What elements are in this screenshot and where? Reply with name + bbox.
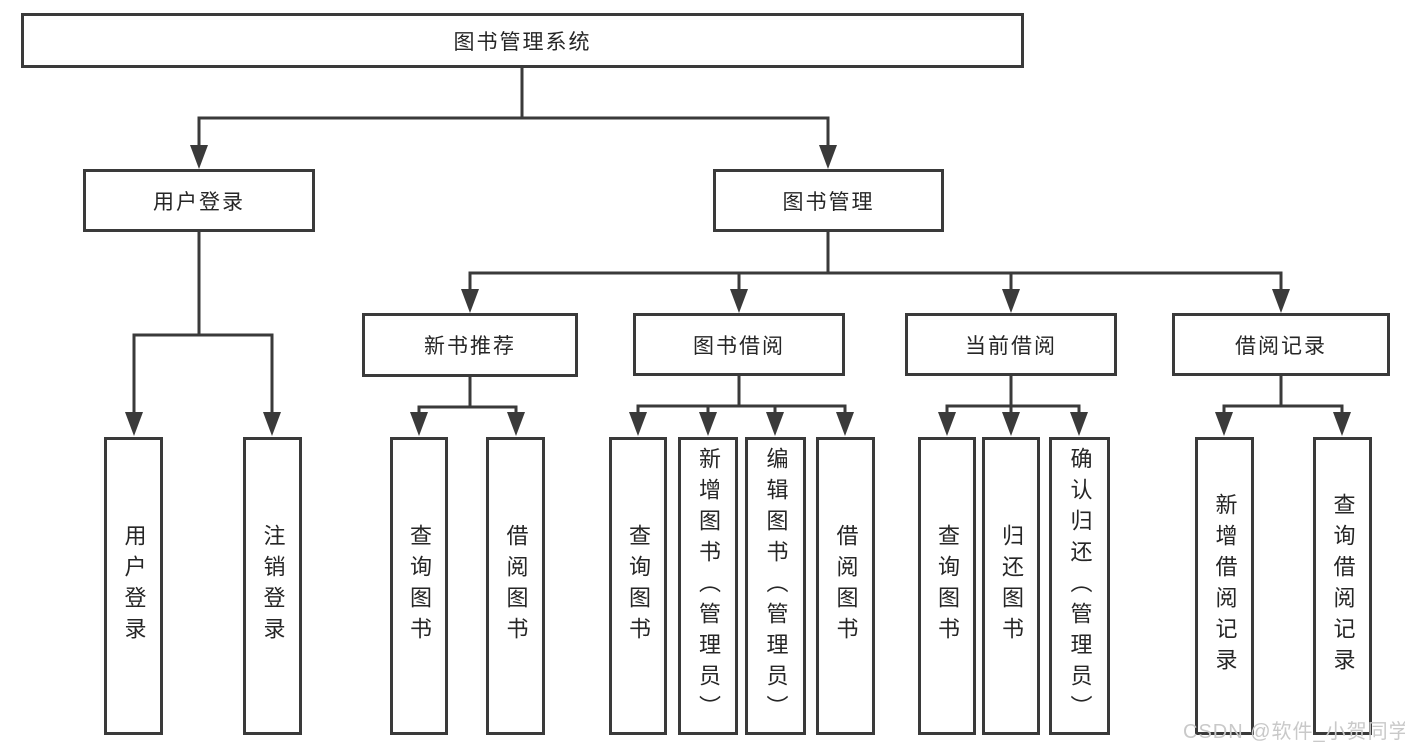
node-leaf-confirm-return-admin: 确认归还（管理员）: [1049, 437, 1110, 735]
node-borrowing-records: 借阅记录: [1172, 313, 1390, 376]
leaf-label: 查询图书: [407, 524, 432, 648]
leaf-label: 查询图书: [626, 524, 651, 648]
leaf-label: 查询图书: [935, 524, 960, 648]
node-book-borrowing: 图书借阅: [633, 313, 845, 376]
node-current-borrowing: 当前借阅: [905, 313, 1117, 376]
csdn-watermark: CSDN @软件_小贺同学: [1183, 721, 1405, 743]
leaf-label: 编辑图书（管理员）: [763, 446, 789, 726]
leaf-label: 新增借阅记录: [1212, 493, 1238, 679]
node-leaf-query-borrow-record: 查询借阅记录: [1313, 437, 1372, 735]
leaf-label: 借阅图书: [833, 524, 859, 648]
leaf-label: 用户登录: [121, 524, 147, 648]
node-root: 图书管理系统: [21, 13, 1024, 68]
leaf-label: 借阅图书: [503, 524, 529, 648]
node-leaf-query-books-borrowing: 查询图书: [609, 437, 667, 735]
leaf-label: 归还图书: [999, 524, 1024, 648]
node-user-login: 用户登录: [83, 169, 315, 232]
node-leaf-user-login: 用户登录: [104, 437, 163, 735]
node-leaf-edit-books-admin: 编辑图书（管理员）: [745, 437, 806, 735]
node-leaf-borrow-books-borrowing: 借阅图书: [816, 437, 875, 735]
node-book-management: 图书管理: [713, 169, 944, 232]
node-leaf-add-books-admin: 新增图书（管理员）: [678, 437, 738, 735]
node-leaf-query-books-current: 查询图书: [918, 437, 976, 735]
node-leaf-return-books: 归还图书: [982, 437, 1040, 735]
node-leaf-query-books-newbook: 查询图书: [390, 437, 448, 735]
leaf-label: 注销登录: [260, 524, 286, 648]
leaf-label: 新增图书（管理员）: [696, 446, 721, 726]
node-new-book-recommend: 新书推荐: [362, 313, 578, 377]
leaf-label: 查询借阅记录: [1330, 493, 1356, 679]
node-leaf-logout: 注销登录: [243, 437, 302, 735]
node-leaf-add-borrow-record: 新增借阅记录: [1195, 437, 1254, 735]
node-leaf-borrow-books-newbook: 借阅图书: [486, 437, 545, 735]
leaf-label: 确认归还（管理员）: [1067, 446, 1093, 726]
